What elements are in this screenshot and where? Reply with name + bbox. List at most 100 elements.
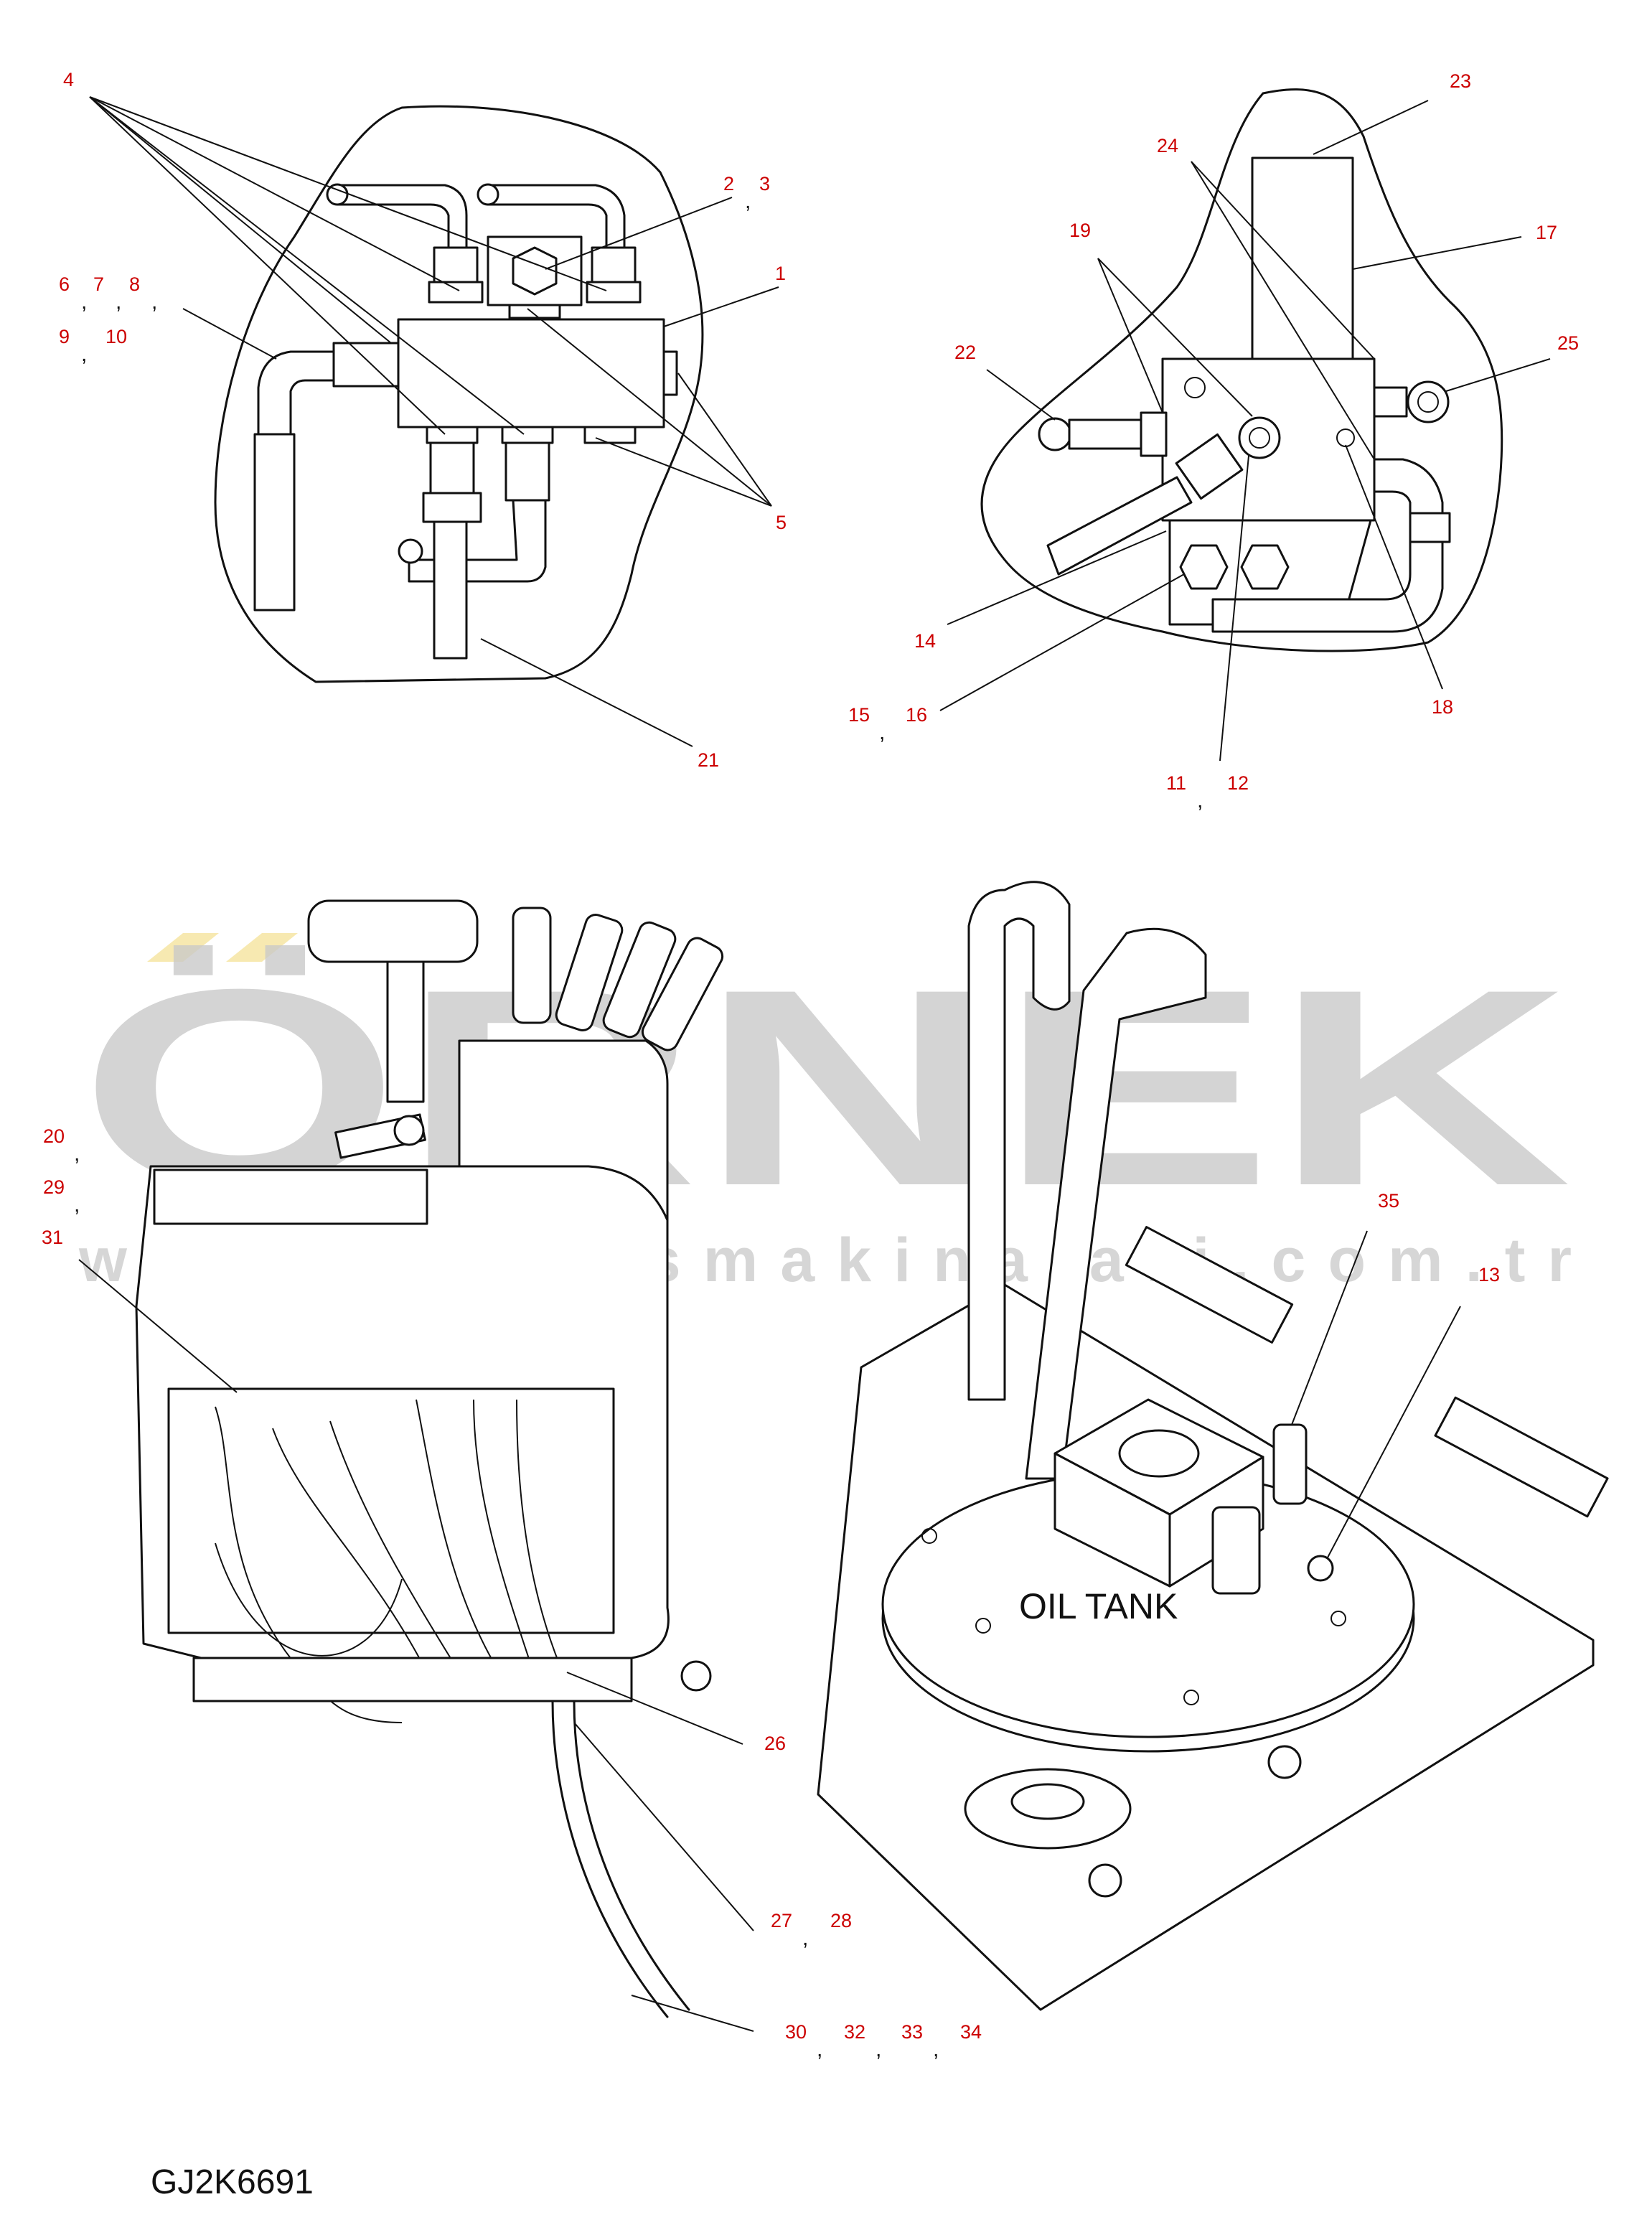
lever-shaft bbox=[386, 960, 425, 1103]
callout-30: 30 bbox=[785, 2021, 807, 2043]
leader-1 bbox=[663, 286, 779, 327]
leader-19b bbox=[1097, 258, 1253, 417]
bolt-hole-4 bbox=[1330, 1611, 1346, 1626]
bottom-tee bbox=[422, 492, 482, 523]
leader-15-16 bbox=[939, 573, 1185, 711]
leader-4b bbox=[89, 96, 392, 344]
separator: , bbox=[817, 2038, 822, 2061]
hex-plug-lower-1 bbox=[1179, 544, 1229, 590]
hose-bundle-1 bbox=[215, 1406, 403, 1723]
top-fitting-left-nut bbox=[428, 281, 484, 304]
leader-30-34 bbox=[631, 1995, 754, 2032]
callout-26: 26 bbox=[764, 1733, 786, 1754]
valve-body-11 bbox=[1175, 433, 1244, 500]
console-top-panel bbox=[153, 1168, 428, 1225]
leader-23 bbox=[1313, 100, 1429, 155]
leader-5c bbox=[677, 373, 772, 507]
callout-17: 17 bbox=[1536, 222, 1557, 243]
callout-19: 19 bbox=[1069, 220, 1091, 241]
drain-hose bbox=[551, 1700, 669, 2018]
leader-19a bbox=[1097, 258, 1163, 413]
leader-24b bbox=[1191, 161, 1375, 460]
return-pipe-left bbox=[967, 881, 1071, 1401]
knurled-valve-11-core bbox=[1249, 427, 1270, 449]
valve-block-body bbox=[397, 318, 665, 428]
bottom-fitting-left-nut bbox=[426, 426, 479, 444]
handle-1 bbox=[512, 907, 552, 1024]
console-base bbox=[192, 1657, 633, 1702]
callout-34: 34 bbox=[960, 2021, 982, 2043]
leader-31 bbox=[78, 1259, 238, 1393]
leader-4e bbox=[89, 96, 607, 291]
lever-knob-top bbox=[307, 899, 479, 963]
callout-16: 16 bbox=[906, 704, 927, 726]
leader-18 bbox=[1345, 444, 1443, 690]
valve-13-cap bbox=[1307, 1555, 1334, 1582]
leader-26 bbox=[566, 1672, 743, 1745]
bolt-hole-3 bbox=[1183, 1690, 1199, 1705]
watermark-accent-left bbox=[147, 933, 219, 962]
leader-4d bbox=[89, 96, 525, 435]
callout-28: 28 bbox=[830, 1910, 852, 1931]
filter-port bbox=[1118, 1429, 1200, 1478]
separator: , bbox=[802, 1926, 808, 1950]
oil-tank-view: OIL TANK bbox=[817, 881, 1609, 2011]
separator: , bbox=[74, 1142, 80, 1166]
callout-13: 13 bbox=[1478, 1264, 1500, 1285]
leader-24a bbox=[1191, 161, 1375, 360]
mount-bushing-2 bbox=[1267, 1745, 1302, 1779]
callout-24: 24 bbox=[1157, 135, 1178, 156]
callout-6: 6 bbox=[59, 273, 70, 295]
separator: , bbox=[876, 2038, 881, 2061]
callout-11: 11 bbox=[1166, 772, 1186, 794]
callout-8: 8 bbox=[129, 273, 140, 295]
bolt-hole-2 bbox=[975, 1618, 991, 1634]
separator: , bbox=[81, 342, 87, 366]
small-bolt-top bbox=[1184, 377, 1206, 398]
callout-23: 23 bbox=[1450, 70, 1471, 92]
callout-29: 29 bbox=[43, 1176, 65, 1198]
callout-7: 7 bbox=[93, 273, 104, 295]
elbow-pipe-right bbox=[1211, 458, 1444, 633]
hose-bundle-6 bbox=[516, 1399, 560, 1666]
leader-5b bbox=[595, 437, 772, 507]
fitting-25 bbox=[1373, 386, 1408, 418]
hose-bundle-2 bbox=[272, 1428, 431, 1680]
leader-13 bbox=[1327, 1306, 1461, 1558]
leader-4a bbox=[89, 96, 460, 291]
hex-plug-lower-2 bbox=[1240, 544, 1290, 590]
hose-loop bbox=[215, 1542, 403, 1657]
hose-end-22 bbox=[1038, 417, 1072, 451]
separator: , bbox=[1197, 789, 1203, 812]
callout-32: 32 bbox=[844, 2021, 865, 2043]
hose-bundle-4 bbox=[416, 1399, 496, 1666]
callout-22: 22 bbox=[954, 342, 976, 363]
callout-1: 1 bbox=[775, 263, 786, 284]
upper-hose-left bbox=[336, 184, 468, 249]
handle-4 bbox=[641, 937, 724, 1051]
separator: , bbox=[116, 290, 121, 314]
leader-11-12 bbox=[1219, 455, 1249, 762]
watermark-accent-right bbox=[226, 933, 298, 962]
callout-35: 35 bbox=[1378, 1190, 1399, 1212]
detail-boundary-left bbox=[214, 105, 704, 683]
bracket-top bbox=[1125, 1226, 1294, 1344]
mount-ring-inner bbox=[1010, 1783, 1085, 1820]
hex-plug-top bbox=[512, 246, 558, 296]
top-fitting-right-nut bbox=[586, 281, 642, 304]
callout-9: 9 bbox=[59, 326, 70, 347]
bottom-fitting-mid-nut bbox=[501, 426, 554, 444]
separator: , bbox=[933, 2038, 939, 2061]
leader-6-10 bbox=[182, 308, 277, 360]
oil-tank-label: OIL TANK bbox=[1019, 1586, 1178, 1626]
lever-pivot bbox=[393, 1115, 425, 1146]
drain-hose-2 bbox=[573, 1700, 690, 2011]
callout-33: 33 bbox=[901, 2021, 923, 2043]
handle-2 bbox=[555, 914, 624, 1031]
elbow-hose-left-sleeve bbox=[253, 433, 296, 612]
hose-bundle-5 bbox=[473, 1399, 532, 1666]
callout-31: 31 bbox=[42, 1227, 63, 1248]
bottom-plug-right bbox=[583, 426, 637, 444]
leader-14 bbox=[947, 530, 1167, 625]
